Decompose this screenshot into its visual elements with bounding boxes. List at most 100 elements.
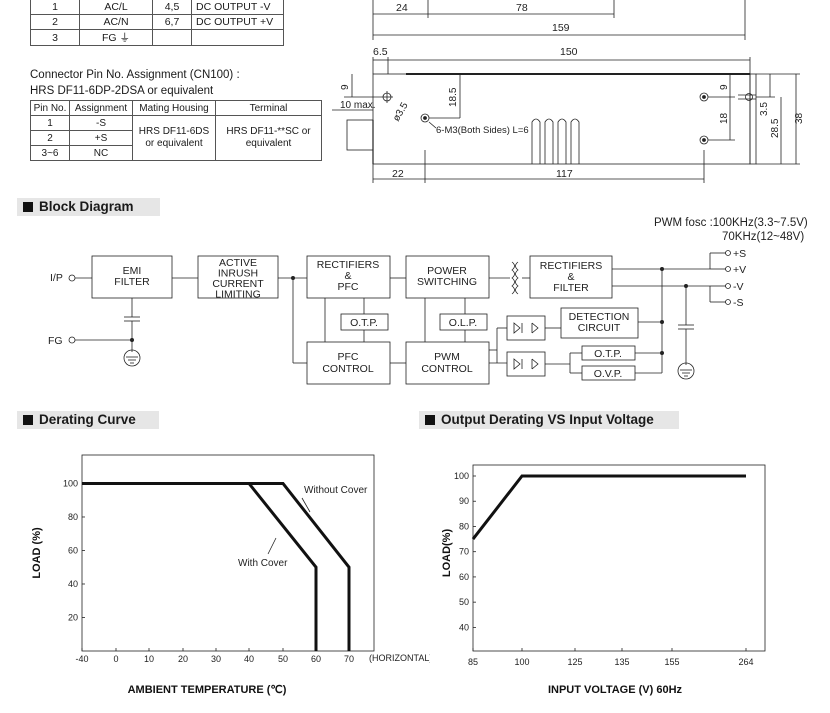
- x-tick-label: 50: [278, 654, 288, 664]
- section-square-icon: [425, 415, 435, 425]
- box-text: FILTER: [553, 282, 589, 294]
- fg-label: FG: [48, 335, 63, 347]
- x-tick-label: 0: [113, 654, 118, 664]
- connector-title: Connector Pin No. Assignment (CN100) :: [30, 69, 240, 81]
- derating-plot-area: [81, 454, 375, 652]
- dim-38: 38: [794, 112, 805, 124]
- y-axis-label: LOAD (%): [31, 527, 43, 579]
- dim-hole: ø3.5: [391, 100, 411, 123]
- series-label-with-cover: With Cover: [238, 558, 288, 569]
- table-header: Terminal: [215, 100, 322, 116]
- dim-24: 24: [396, 2, 408, 14]
- box-text: CIRCUIT: [578, 322, 621, 334]
- box-text: &: [344, 270, 351, 282]
- x-tick-label: 135: [614, 657, 629, 667]
- output-plot-area: [472, 464, 766, 652]
- x-tick-label: 100: [514, 657, 529, 667]
- dim-3-5: 3.5: [759, 102, 770, 116]
- output-minus-s: -S: [733, 297, 744, 309]
- box-text: CONTROL: [421, 363, 472, 375]
- dim-22: 22: [392, 168, 404, 180]
- y-axis-label: LOAD(%): [441, 529, 453, 578]
- table-cell: 1: [30, 115, 70, 131]
- x-tick-label: 70: [344, 654, 354, 664]
- table-row: 3 FG ⏚: [30, 29, 284, 46]
- table-cell: -S: [69, 115, 133, 131]
- series-label-without-cover: Without Cover: [304, 485, 368, 496]
- section-title: Derating Curve: [39, 412, 136, 427]
- leader-line: [267, 537, 277, 555]
- x-tick-label: 264: [738, 657, 753, 667]
- dim-159: 159: [552, 22, 570, 34]
- y-tick-label: 40: [68, 579, 78, 589]
- table-header: Assignment: [69, 100, 133, 116]
- ovp-box: O.V.P.: [594, 368, 623, 380]
- section-block-diagram: Block Diagram: [17, 198, 160, 216]
- pwm-freq-line1: PWM fosc :100KHz(3.3~7.5V): [654, 217, 808, 229]
- table-cell: 4,5: [152, 0, 192, 15]
- box-text: SWITCHING: [417, 276, 477, 288]
- x-tick-label: 20: [178, 654, 188, 664]
- series-line-without-cover: [82, 482, 351, 651]
- box-text: LIMITING: [215, 289, 261, 301]
- x-note: (HORIZONTAL): [369, 653, 430, 663]
- olp-box: O.L.P.: [449, 317, 477, 329]
- series-line-load: [471, 474, 746, 541]
- table-cell: FG ⏚: [79, 29, 153, 46]
- dim-18-5: 18.5: [448, 87, 459, 107]
- box-text: EMI: [123, 265, 142, 277]
- block-diagram: PWM fosc :100KHz(3.3~7.5V) 70KHz(12~48V)…: [48, 217, 808, 385]
- pin-table-top: 1 AC/L 4,5 DC OUTPUT -V 2 AC/N 6,7 DC OU…: [30, 0, 284, 46]
- box-text: INRUSH: [218, 268, 258, 280]
- table-header-row: Pin No. Assignment Mating Housing Termin…: [30, 100, 322, 116]
- dim-78: 78: [516, 2, 528, 14]
- table-header: Mating Housing: [132, 100, 216, 116]
- box-text: PFC: [338, 351, 359, 363]
- box-text: POWER: [427, 265, 467, 277]
- box-text: FILTER: [114, 276, 150, 288]
- pwm-freq-line2: 70KHz(12~48V): [722, 231, 804, 243]
- table-cell: 1: [30, 0, 80, 15]
- x-tick-label: 125: [567, 657, 582, 667]
- otp2-box: O.T.P.: [594, 348, 622, 360]
- section-derating-curve: Derating Curve: [17, 411, 159, 429]
- screw-note: 6-M3(Both Sides) L=6: [436, 125, 529, 136]
- output-plus-v: +V: [733, 264, 746, 276]
- y-tick-label: 60: [68, 545, 78, 555]
- y-tick-label: 100: [63, 478, 78, 488]
- terminal-cell: HRS DF11-**SC or equivalent: [215, 115, 322, 161]
- output-plus-s: +S: [733, 248, 746, 260]
- mechanical-drawing: 24 78 159 6.5 150 9 10 max. ø3.5 18.5 6-…: [332, 0, 805, 183]
- y-tick-label: 80: [68, 512, 78, 522]
- y-tick-label: 100: [454, 471, 469, 481]
- x-tick-label: 155: [664, 657, 679, 667]
- table-cell: 3: [30, 29, 80, 46]
- dim-117: 117: [556, 168, 573, 180]
- x-tick-label: 40: [244, 654, 254, 664]
- rectifiers-filter-box: RECTIFIERS&FILTER: [540, 260, 602, 294]
- ip-label: I/P: [50, 272, 63, 284]
- box-text: RECTIFIERS: [540, 260, 602, 272]
- table-row: 3~6 NC: [30, 145, 322, 161]
- connector-table: Pin No. Assignment Mating Housing Termin…: [30, 100, 322, 161]
- output-minus-v: -V: [733, 281, 744, 293]
- otp-box: O.T.P.: [350, 317, 378, 329]
- box-text: &: [567, 271, 574, 283]
- y-tick-label: 20: [68, 612, 78, 622]
- dim-28-5: 28.5: [770, 118, 781, 138]
- table-cell: DC OUTPUT +V: [191, 14, 284, 30]
- dim-10max: 10 max.: [340, 100, 376, 111]
- mating-housing-cell: HRS DF11-6DS or equivalent: [132, 115, 216, 161]
- connector-subtitle: HRS DF11-6DP-2DSA or equivalent: [30, 85, 214, 97]
- box-text: PFC: [338, 281, 359, 293]
- x-axis-label: AMBIENT TEMPERATURE (℃): [128, 684, 287, 696]
- y-tick-label: 70: [459, 547, 469, 557]
- box-text: ACTIVE: [219, 257, 257, 269]
- dim-150: 150: [560, 46, 578, 58]
- y-tick-label: 80: [459, 521, 469, 531]
